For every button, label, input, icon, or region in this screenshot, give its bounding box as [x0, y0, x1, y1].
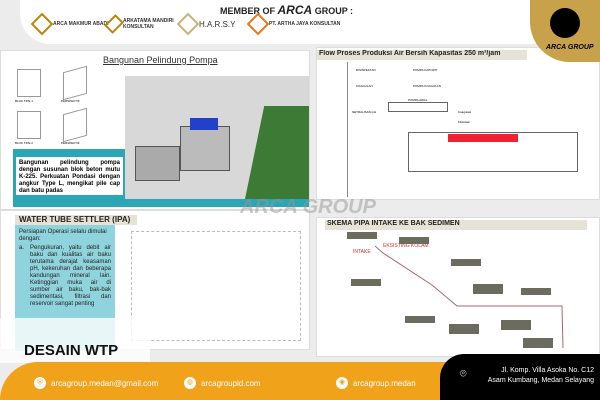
partner-header: MEMBER OF ARCA GROUP : ARCA MAKMUR ABADI… [20, 0, 560, 44]
schema-title: SKEMA PIPA INTAKE KE BAK SEDIMEN [325, 220, 587, 230]
member-prefix: MEMBER OF [220, 6, 275, 16]
existing-pond-label: EKSISTING KOLAM [383, 243, 429, 249]
intake-label: INTAKE [353, 249, 371, 255]
address-block: ⌾ Jl. Komp. Villa Asoka No. C12 Asam Kum… [440, 354, 600, 400]
instagram-text: arcagroup.medan [353, 378, 416, 388]
flow-label: POMPA AWAL [408, 98, 428, 102]
perspective-drawing [63, 65, 87, 101]
process-tanks [408, 132, 578, 172]
pump-title: Bangunan Pelindung Pompa [103, 55, 218, 65]
member-suffix: GROUP : [314, 6, 354, 16]
settler-item: a. Pengukuran, yaitu debit air baku dan k… [19, 245, 111, 308]
partner-name: ARKATAMA MANDIRI KONSULTAN [122, 18, 174, 30]
drawing-label: BLOK TIPE 2 [15, 141, 33, 145]
drawing-label: BLOK TIPE 1 [15, 99, 33, 103]
flow-label: Koagulasi [458, 110, 472, 114]
block-wall [135, 146, 180, 181]
settler-intro: Persiapan Operasi selalu dimulai dengan: [19, 229, 107, 242]
perspective-drawing [63, 107, 87, 143]
pipe-label [399, 237, 429, 244]
arca-logo-icon [550, 8, 580, 38]
globe-icon: ◍ [184, 377, 196, 389]
pipe-label [351, 279, 381, 286]
settler-title: WATER TUBE SETTLER (IPA) [15, 215, 137, 225]
settler-item-a: Pengukuran, yaitu debit air baku dan kua… [30, 245, 111, 307]
filter-media [448, 134, 518, 142]
tank [388, 102, 448, 112]
pipe-label [347, 232, 377, 239]
partner-logo-icon [246, 12, 270, 36]
instagram-icon: ◉ [336, 377, 348, 389]
partner-name: ARCA MAKMUR ABADI [53, 21, 109, 27]
block-drawing [17, 69, 41, 97]
pump-description: Bangunan pelindung pompa dengan susunan … [16, 157, 123, 195]
pipe-label [449, 324, 479, 334]
partner-logo-icon [104, 14, 124, 34]
flow-panel: Flow Proses Produksi Air Bersih Kapasita… [316, 47, 600, 200]
address-line: Asam Kumbang, Medan Selayang [487, 377, 594, 384]
pump-3d-render [125, 76, 309, 199]
arca-logo-text: ARCA GROUP [546, 44, 594, 51]
flow-diagram: DISINFEKTAN POMPA KAPORIT KOAGULAN POMPA… [347, 62, 592, 197]
pipe-label [405, 316, 435, 323]
location-pin-icon: ⌾ [460, 368, 467, 380]
partner-harsy: H.A.R.S.Y [176, 12, 236, 36]
flow-label: Flokulasi [458, 120, 470, 124]
pipe-label [451, 259, 481, 266]
pump-unit [190, 118, 218, 130]
flow-label: NETRALISASI pH [352, 110, 377, 114]
flow-label: POMPA KAPORIT [413, 68, 438, 72]
partner-arkatama: ARKATAMA MANDIRI KONSULTAN [104, 14, 178, 34]
footer-instagram[interactable]: ◉ arcagroup.medan [336, 377, 416, 389]
email-icon: ✉ [34, 377, 46, 389]
pipe-line [374, 245, 564, 349]
partner-artha-jaya: PT. ARTHA JAYA KONSULTAN [246, 12, 341, 36]
partner-name: H.A.R.S.Y [199, 19, 236, 29]
address: Jl. Komp. Villa Asoka No. C12 Asam Kumba… [488, 366, 594, 386]
website-text: arcagroupid.com [201, 378, 261, 388]
partner-name: PT. ARTHA JAYA KONSULTAN [269, 21, 341, 27]
settler-drawings [131, 231, 301, 341]
email-text: arcagroup.medan@gmail.com [51, 378, 159, 388]
list-marker: a. [19, 245, 25, 251]
schema-panel: SKEMA PIPA INTAKE KE BAK SEDIMEN INTAKE … [316, 217, 600, 357]
drawing-label: PERSPEKTIF [61, 141, 80, 145]
pipe-label [473, 284, 503, 294]
flow-label: DISINFEKTAN [356, 68, 376, 72]
flow-label: KOAGULAN [356, 84, 373, 88]
address-line: Jl. Komp. Villa Asoka No. C12 [501, 367, 594, 374]
block-drawing [17, 111, 41, 139]
drawing-label: PERSPEKTIF [61, 99, 80, 103]
hill-slope [245, 106, 309, 199]
pipe-label [523, 338, 553, 348]
pump-house [180, 126, 230, 171]
pipe-label [501, 320, 531, 330]
watermark: ARCA GROUP [240, 196, 376, 218]
partner-arca-makmur: ARCA MAKMUR ABADI [30, 12, 109, 36]
partner-logo-icon [176, 12, 200, 36]
footer-bar [0, 362, 470, 400]
member-of-label: MEMBER OF ARCA GROUP : [220, 3, 353, 17]
pump-panel: Bangunan Pelindung Pompa BLOK TIPE 1 PER… [0, 50, 310, 210]
pipe-label [521, 288, 551, 295]
partner-logo-icon [30, 12, 54, 36]
footer-email[interactable]: ✉ arcagroup.medan@gmail.com [34, 377, 158, 389]
member-brand: ARCA [277, 3, 313, 17]
flow-title: Flow Proses Produksi Air Bersih Kapasita… [317, 50, 527, 60]
title-overlay [0, 318, 150, 363]
pipe-route [374, 245, 564, 349]
footer-website[interactable]: ◍ arcagroupid.com [184, 377, 261, 389]
page-title: DESAIN WTP [24, 342, 119, 359]
flow-label: POMPA KOAGULAN [413, 84, 441, 88]
